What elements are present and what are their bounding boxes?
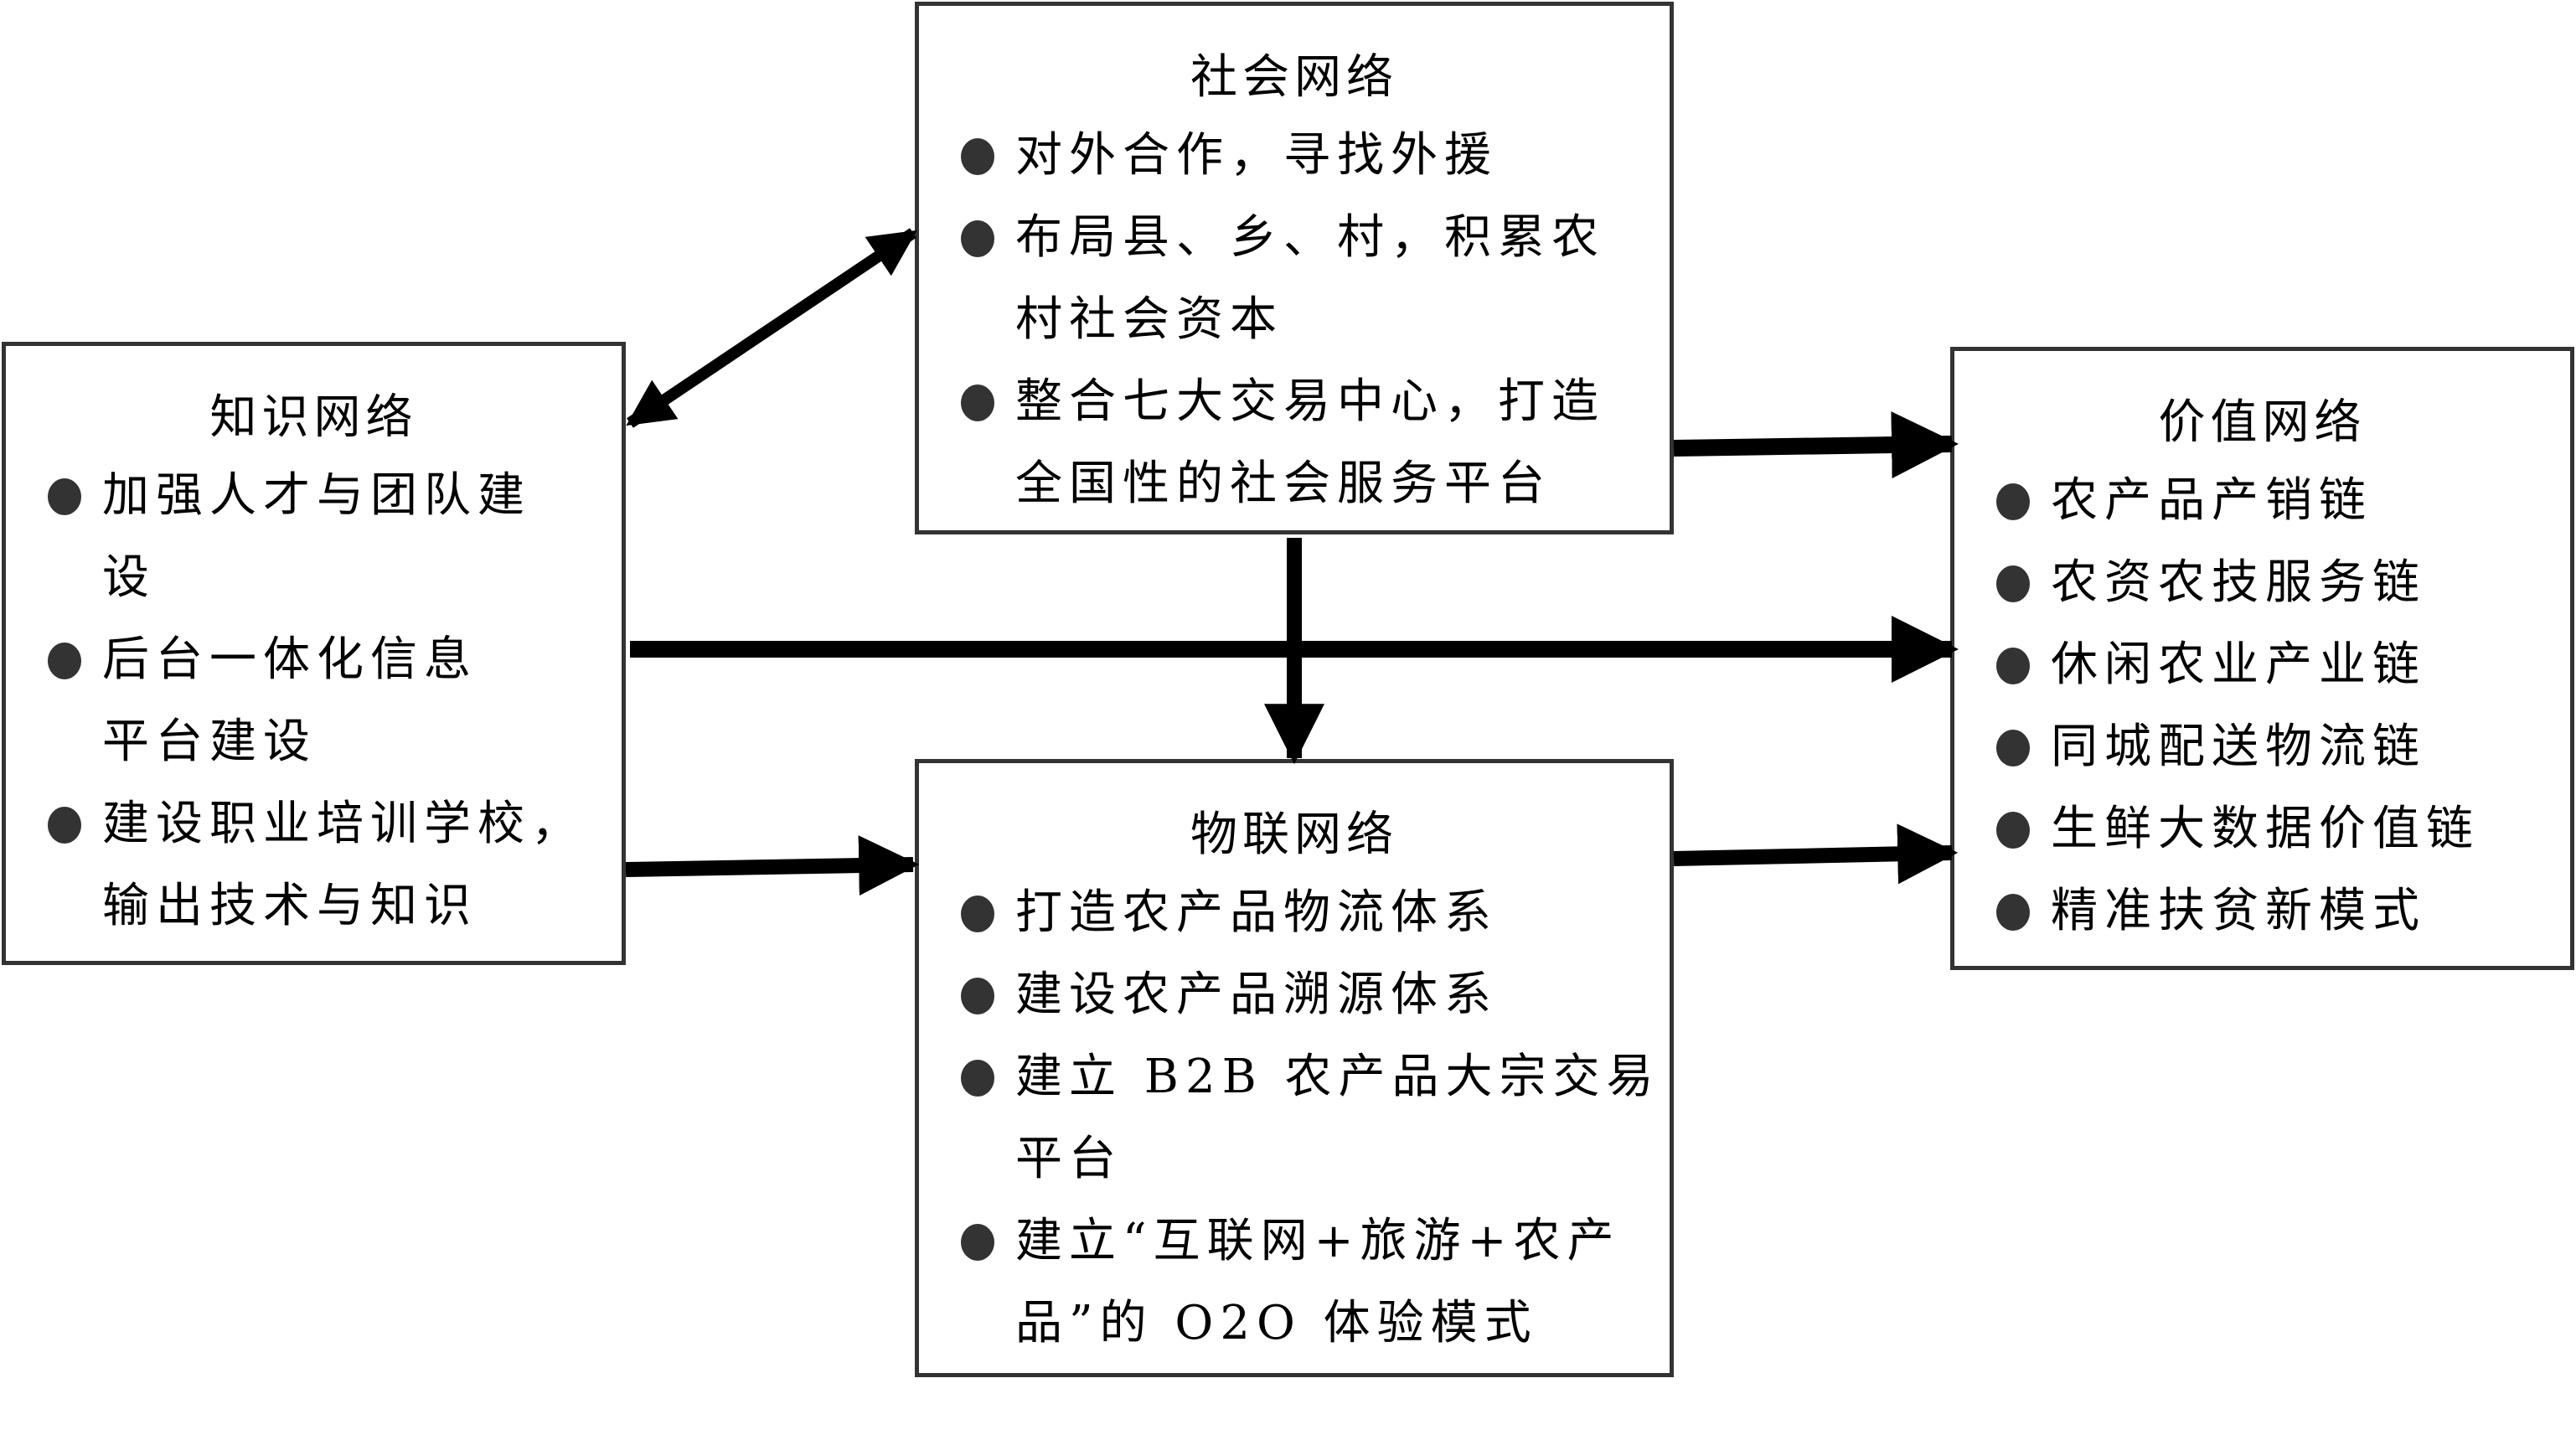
bullet-icon	[961, 896, 994, 932]
bullet-icon	[48, 807, 81, 844]
arrow-social-value	[1673, 411, 1959, 479]
list-item: 加强人才与团队建	[102, 468, 531, 523]
value-network-title: 价值网络	[2158, 395, 2367, 450]
bullet-icon	[48, 478, 81, 515]
list-item: 布局县、乡、村，积累农	[1015, 210, 1605, 265]
list-item: 对外合作，寻找外援	[1015, 128, 1498, 183]
iot-network-box: 物联网络 打造农产品物流体系建设农产品溯源体系建立 B2B 农产品大宗交易平台建…	[915, 759, 1674, 1377]
list-item: 建设职业培训学校，	[102, 797, 585, 851]
bullet-icon	[961, 1060, 994, 1097]
list-item: 同城配送物流链	[2051, 720, 2426, 774]
list-item: 品”的 O2O 体验模式	[1015, 1296, 1538, 1350]
bullet-icon	[1996, 812, 2030, 849]
bullet-icon	[961, 385, 994, 421]
arrow-knowledge-social	[626, 228, 917, 428]
list-item: 后台一体化信息	[102, 632, 478, 687]
list-item: 建立 B2B 农产品大宗交易	[1015, 1050, 1660, 1104]
list-item: 农产品产销链	[2051, 473, 2372, 528]
list-item: 平台	[1015, 1132, 1123, 1186]
bullet-icon	[1996, 565, 2030, 602]
bullet-icon	[961, 978, 994, 1014]
value-network-box: 价值网络 农产品产销链农资农技服务链休闲农业产业链同城配送物流链生鲜大数据价值链…	[1950, 347, 2574, 970]
list-item: 建设农产品溯源体系	[1015, 968, 1498, 1022]
bullet-icon	[961, 1224, 994, 1261]
knowledge-network-title: 知识网络	[209, 390, 418, 445]
bullet-icon	[48, 643, 81, 679]
bullet-icon	[1996, 648, 2030, 684]
bullet-icon	[1996, 894, 2030, 931]
list-item: 打造农产品物流体系	[1015, 885, 1498, 940]
social-network-title: 社会网络	[1190, 50, 1398, 105]
list-item: 农资农技服务链	[2051, 555, 2426, 610]
bullet-icon	[1996, 483, 2030, 520]
list-item: 精准扶贫新模式	[2051, 884, 2426, 938]
list-item: 输出技术与知识	[102, 879, 478, 933]
list-item: 平台建设	[102, 715, 317, 769]
arrow-knowledge-iot	[625, 835, 920, 896]
iot-network-title: 物联网络	[1190, 808, 1398, 862]
knowledge-network-box: 知识网络 加强人才与团队建设后台一体化信息平台建设建设职业培训学校， 输出技术与知…	[2, 342, 626, 965]
bullet-icon	[961, 138, 994, 175]
list-item: 全国性的社会服务平台	[1015, 457, 1551, 511]
bullet-icon	[961, 220, 994, 257]
arrow-iot-value	[1673, 823, 1959, 885]
list-item: 整合七大交易中心，打造	[1015, 374, 1605, 429]
list-item: 建立“互联网+旅游+农产	[1015, 1214, 1621, 1268]
list-item: 生鲜大数据价值链	[2051, 802, 2480, 856]
social-network-box: 社会网络 对外合作，寻找外援布局县、乡、村，积累农村社会资本整合七大交易中心，打…	[915, 2, 1674, 534]
list-item: 设	[102, 550, 156, 605]
list-item: 休闲农业产业链	[2051, 637, 2426, 692]
bullet-icon	[1996, 730, 2030, 767]
list-item: 村社会资本	[1015, 292, 1283, 347]
